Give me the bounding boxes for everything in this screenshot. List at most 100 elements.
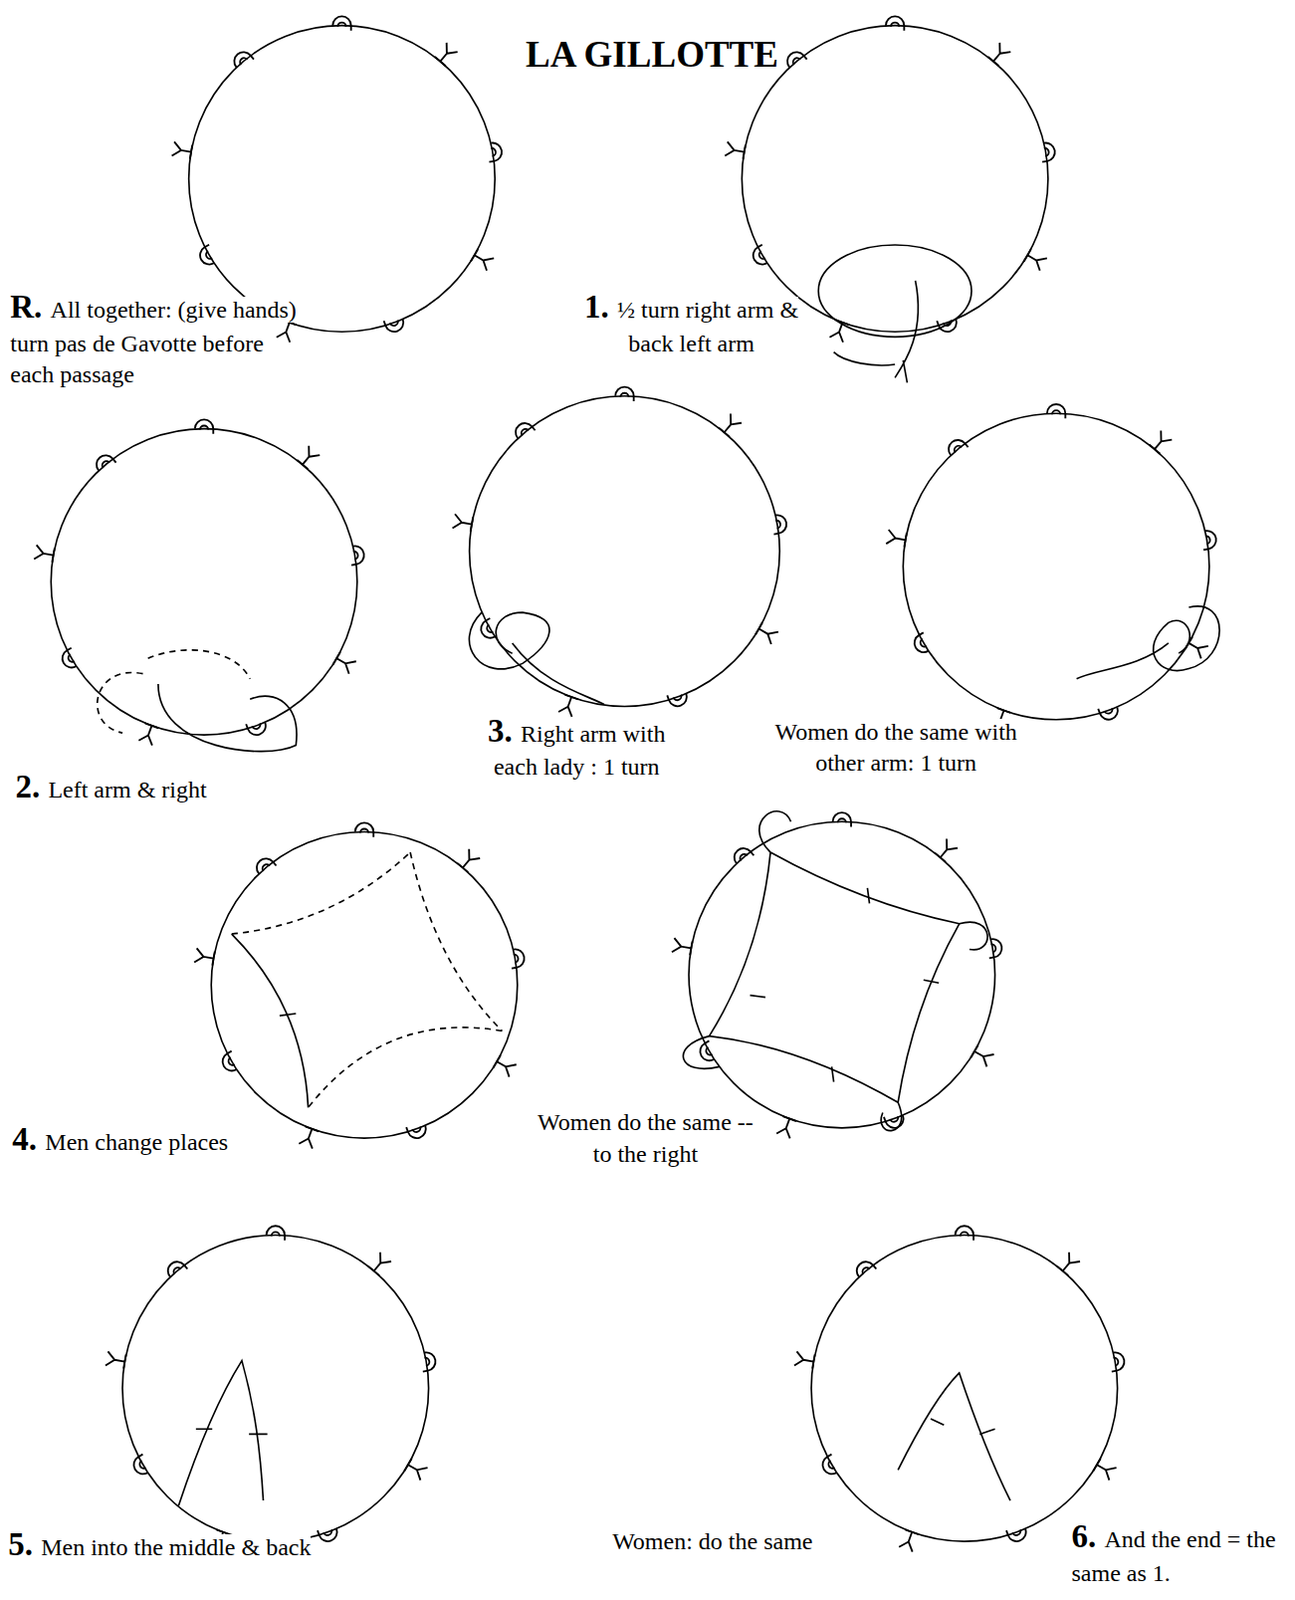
man-symbol [1057, 1252, 1080, 1276]
movement-path [468, 612, 605, 704]
step-number: 1. [584, 288, 610, 325]
woman-symbol [266, 1225, 285, 1240]
dance-circle-group [452, 387, 789, 717]
man-symbol [452, 513, 474, 531]
step-label: 5.Men into the middle & back [7, 1522, 386, 1566]
step-label: R.All together: (give hands) turn pas de… [9, 285, 301, 391]
dance-circle [902, 413, 1210, 720]
woman-symbol [1006, 1523, 1029, 1544]
man-symbol [105, 1350, 127, 1368]
step-label: 2. Left arm & right [14, 765, 352, 809]
step-label: Women: do the same [612, 1525, 878, 1557]
step-label: 1.½ turn right arm & back left arm [576, 285, 807, 360]
man-symbol [987, 42, 1011, 66]
man-symbol [456, 849, 480, 872]
man-symbol [368, 1252, 392, 1276]
man-symbol [1148, 430, 1172, 453]
woman-symbol [218, 1051, 241, 1075]
movement-path [178, 1360, 267, 1507]
man-symbol [434, 42, 458, 66]
woman-symbol [1039, 141, 1057, 163]
movement-path [834, 280, 919, 384]
woman-symbol [1047, 404, 1066, 419]
woman-symbol [955, 1225, 974, 1240]
man-symbol [970, 1045, 994, 1068]
step-number: 4. [11, 1120, 37, 1157]
step-text: Women do the same -- to the right [537, 1108, 754, 1166]
step-text: And the end = the same as 1. [1071, 1525, 1276, 1586]
movement-path [709, 852, 960, 1102]
woman-symbol [317, 1523, 340, 1544]
woman-symbol [197, 244, 219, 268]
dance-circle [741, 25, 1049, 333]
dance-circle [211, 832, 518, 1139]
step-number: 2. [14, 768, 40, 805]
movement-path [682, 811, 988, 1131]
man-symbol [470, 248, 494, 271]
woman-symbol [252, 855, 276, 878]
step-label: 4. Men change places [11, 1117, 349, 1161]
step-text: Left arm & right [47, 776, 207, 803]
man-symbol [934, 839, 958, 863]
step-text: Women: do the same [612, 1527, 813, 1554]
dance-circle-group [794, 1225, 1126, 1551]
man-symbol [898, 1528, 919, 1551]
man-symbol [493, 1055, 517, 1078]
dance-circle-group [105, 1225, 437, 1551]
dance-circle [122, 1235, 430, 1542]
step-text: ½ turn right arm & back left arm [617, 296, 799, 357]
woman-symbol [730, 844, 754, 867]
step-label: 3.Right arm with each lady : 1 turn [463, 709, 689, 784]
step-number: 6. [1071, 1517, 1096, 1554]
woman-symbol [384, 314, 407, 335]
woman-symbol [230, 48, 254, 72]
man-symbol [333, 651, 357, 674]
step-text: Men change places [44, 1128, 228, 1155]
step-label: Women do the same -- to the right [525, 1106, 766, 1169]
movement-path [231, 933, 309, 1107]
man-symbol [885, 529, 907, 547]
step-number: R. [9, 288, 42, 325]
woman-symbol [944, 435, 968, 459]
step-label: Women do the same with other arm: 1 turn [773, 716, 1019, 779]
dance-circle-group [33, 419, 366, 751]
dance-circle-group [194, 822, 526, 1148]
man-symbol [724, 141, 746, 159]
woman-symbol [910, 632, 933, 655]
step-text: Right arm with each lady : 1 turn [493, 720, 665, 781]
movement-path [97, 649, 250, 733]
woman-symbol [770, 513, 788, 535]
woman-symbol [348, 544, 366, 566]
dance-circle [811, 1235, 1118, 1542]
woman-symbol [1108, 1350, 1126, 1372]
movement-path [750, 887, 940, 1082]
woman-symbol [615, 387, 634, 402]
man-symbol [298, 1125, 319, 1148]
man-symbol [172, 141, 194, 159]
man-symbol [776, 1115, 797, 1138]
woman-symbol [1200, 529, 1218, 551]
movement-path [897, 1372, 1011, 1501]
woman-symbol [885, 15, 904, 30]
movement-path [158, 683, 297, 752]
woman-symbol [853, 1257, 876, 1281]
title: LA GILLOTTE [525, 32, 779, 76]
dance-circle-group [885, 404, 1220, 730]
movement-path [231, 852, 503, 1107]
woman-symbol [783, 48, 807, 72]
man-symbol [276, 319, 297, 342]
woman-symbol [406, 1120, 429, 1141]
woman-symbol [92, 451, 116, 475]
woman-symbol [355, 822, 374, 837]
woman-symbol [749, 244, 772, 268]
man-symbol [671, 937, 693, 955]
man-symbol [558, 694, 579, 717]
woman-symbol [883, 1110, 906, 1131]
man-symbol [296, 445, 320, 469]
dance-circle-group [671, 811, 1004, 1139]
woman-symbol [511, 419, 535, 442]
man-symbol [718, 413, 742, 436]
man-symbol [138, 722, 159, 745]
step-text: Men into the middle & back [40, 1533, 311, 1560]
woman-symbol [986, 937, 1004, 959]
